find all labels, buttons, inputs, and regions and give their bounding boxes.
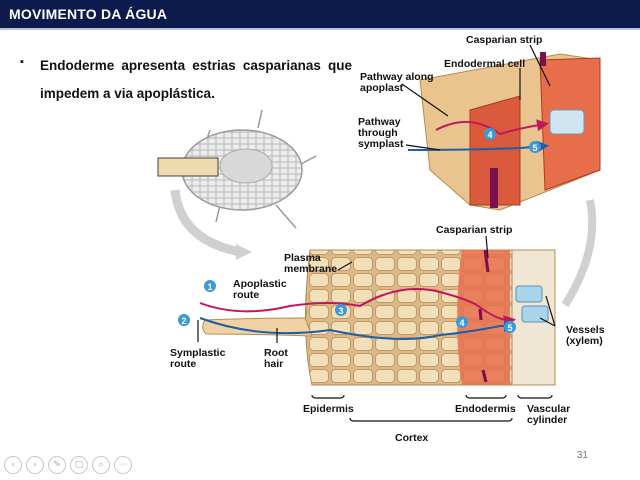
- svg-text:5: 5: [532, 143, 537, 153]
- endodermis-layer: [457, 250, 510, 385]
- page-number: 31: [576, 450, 588, 461]
- slide-header: MOVIMENTO DA ÁGUA: [0, 0, 640, 28]
- svg-text:4: 4: [487, 130, 492, 140]
- svg-text:3: 3: [338, 306, 343, 316]
- leader-lines: [197, 44, 556, 422]
- inset-marker-5: 5: [529, 141, 541, 153]
- next-icon[interactable]: ›: [26, 456, 44, 474]
- label-cortex: Cortex: [395, 432, 429, 444]
- presentation-toolbar: ‹ › ✎ ▢ ⌕ ⋯: [4, 456, 132, 474]
- symplastic-path: [199, 317, 516, 340]
- step-marker-2: 2: [178, 314, 190, 326]
- slides-icon[interactable]: ▢: [70, 456, 88, 474]
- inset-marker-4: 4: [484, 128, 496, 140]
- prev-icon[interactable]: ‹: [4, 456, 22, 474]
- label-endodermal-cell: Endodermal cell: [444, 58, 526, 70]
- label-casparian-strip-inset: Casparian strip: [466, 34, 543, 46]
- root-cross-section: [181, 109, 317, 229]
- step-marker-4: 4: [456, 316, 468, 328]
- slide-title: MOVIMENTO DA ÁGUA: [9, 6, 168, 22]
- bullet-marker: ▪: [20, 56, 24, 68]
- zoom-arrow: [170, 189, 241, 257]
- root-hair-cell: [202, 317, 313, 337]
- label-vessels: Vessels(xylem): [566, 324, 605, 347]
- svg-text:4: 4: [459, 318, 464, 328]
- svg-text:1: 1: [207, 282, 212, 292]
- step-marker-5: 5: [504, 321, 516, 333]
- label-epidermis: Epidermis: [303, 403, 354, 415]
- step-marker-1: 1: [204, 280, 216, 292]
- label-casparian-strip: Casparian strip: [436, 224, 513, 236]
- zoom-icon[interactable]: ⌕: [92, 456, 110, 474]
- header-divider: [0, 28, 640, 30]
- more-icon[interactable]: ⋯: [114, 456, 132, 474]
- bullet-text: Endoderme apresenta estrias casparianas …: [40, 58, 352, 101]
- pen-icon[interactable]: ✎: [48, 456, 66, 474]
- svg-text:2: 2: [181, 316, 186, 326]
- zoom-arrow-2: [561, 199, 597, 308]
- cortex-tissue: [202, 249, 556, 386]
- endodermis-inset: [407, 52, 601, 211]
- zoom-box: [157, 157, 219, 177]
- svg-text:5: 5: [507, 323, 512, 333]
- step-marker-3: 3: [335, 304, 347, 316]
- label-endodermis: Endodermis: [455, 403, 516, 415]
- apoplastic-path: [199, 288, 516, 328]
